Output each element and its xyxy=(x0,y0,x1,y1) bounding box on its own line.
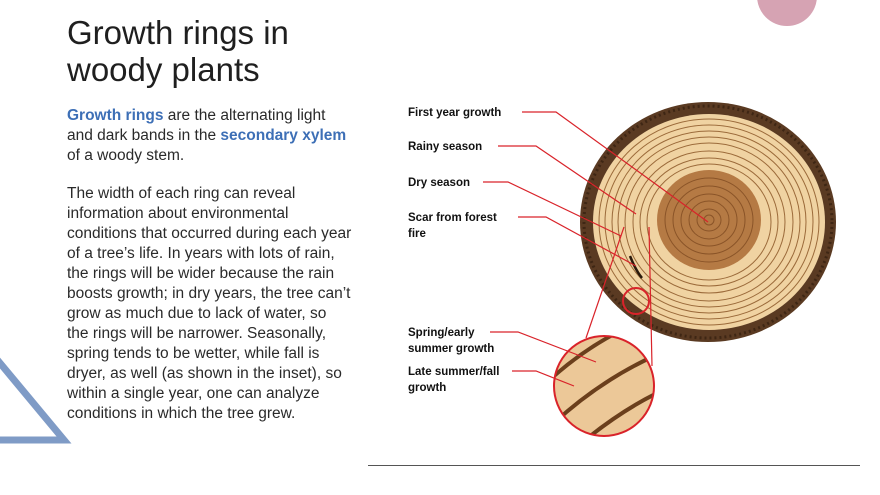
label-late-2: growth xyxy=(408,382,446,394)
pointer-late xyxy=(512,370,575,387)
inset-zoom xyxy=(553,226,655,437)
bottom-divider xyxy=(368,465,860,466)
pointer-dry xyxy=(483,181,622,237)
decorative-circle xyxy=(757,0,817,26)
label-scar-1: Scar from forest xyxy=(408,212,497,224)
label-spring-2: summer growth xyxy=(408,343,494,355)
heartwood xyxy=(657,170,761,270)
labels: First year growth Rainy season Dry seaso… xyxy=(408,107,501,394)
pointer-scar xyxy=(518,216,637,267)
fire-scar xyxy=(628,255,643,279)
slide-title: Growth rings in woody plants xyxy=(67,14,289,88)
decorative-triangle xyxy=(0,357,72,444)
label-late-1: Late summer/fall xyxy=(408,366,499,378)
term-secondary-xylem: secondary xylem xyxy=(220,127,347,144)
explanation-paragraph: The width of each ring can reveal inform… xyxy=(67,185,352,422)
intro-text-1: are the alternating light and dark bands… xyxy=(67,107,326,144)
heartwood-rings xyxy=(664,177,754,263)
pointer-spring xyxy=(490,331,597,363)
pointer-rainy xyxy=(498,145,637,215)
term-growth-rings: Growth rings xyxy=(67,107,164,124)
label-first-year: First year growth xyxy=(408,107,501,119)
pointer-first-year xyxy=(522,111,709,223)
annual-rings xyxy=(598,118,820,326)
label-rainy-season: Rainy season xyxy=(408,141,482,153)
label-spring-1: Spring/early xyxy=(408,327,475,339)
label-dry-season: Dry season xyxy=(408,177,470,189)
tree-ring-diagram: First year growth Rainy season Dry seaso… xyxy=(408,102,836,437)
pointer-lines xyxy=(483,111,709,387)
intro-text-2: of a woody stem. xyxy=(67,147,185,164)
body-text: Growth rings are the alternating light a… xyxy=(67,106,352,442)
intro-paragraph: Growth rings are the alternating light a… xyxy=(67,106,352,166)
inset-marker xyxy=(622,287,650,315)
label-scar-2: fire xyxy=(408,228,426,240)
